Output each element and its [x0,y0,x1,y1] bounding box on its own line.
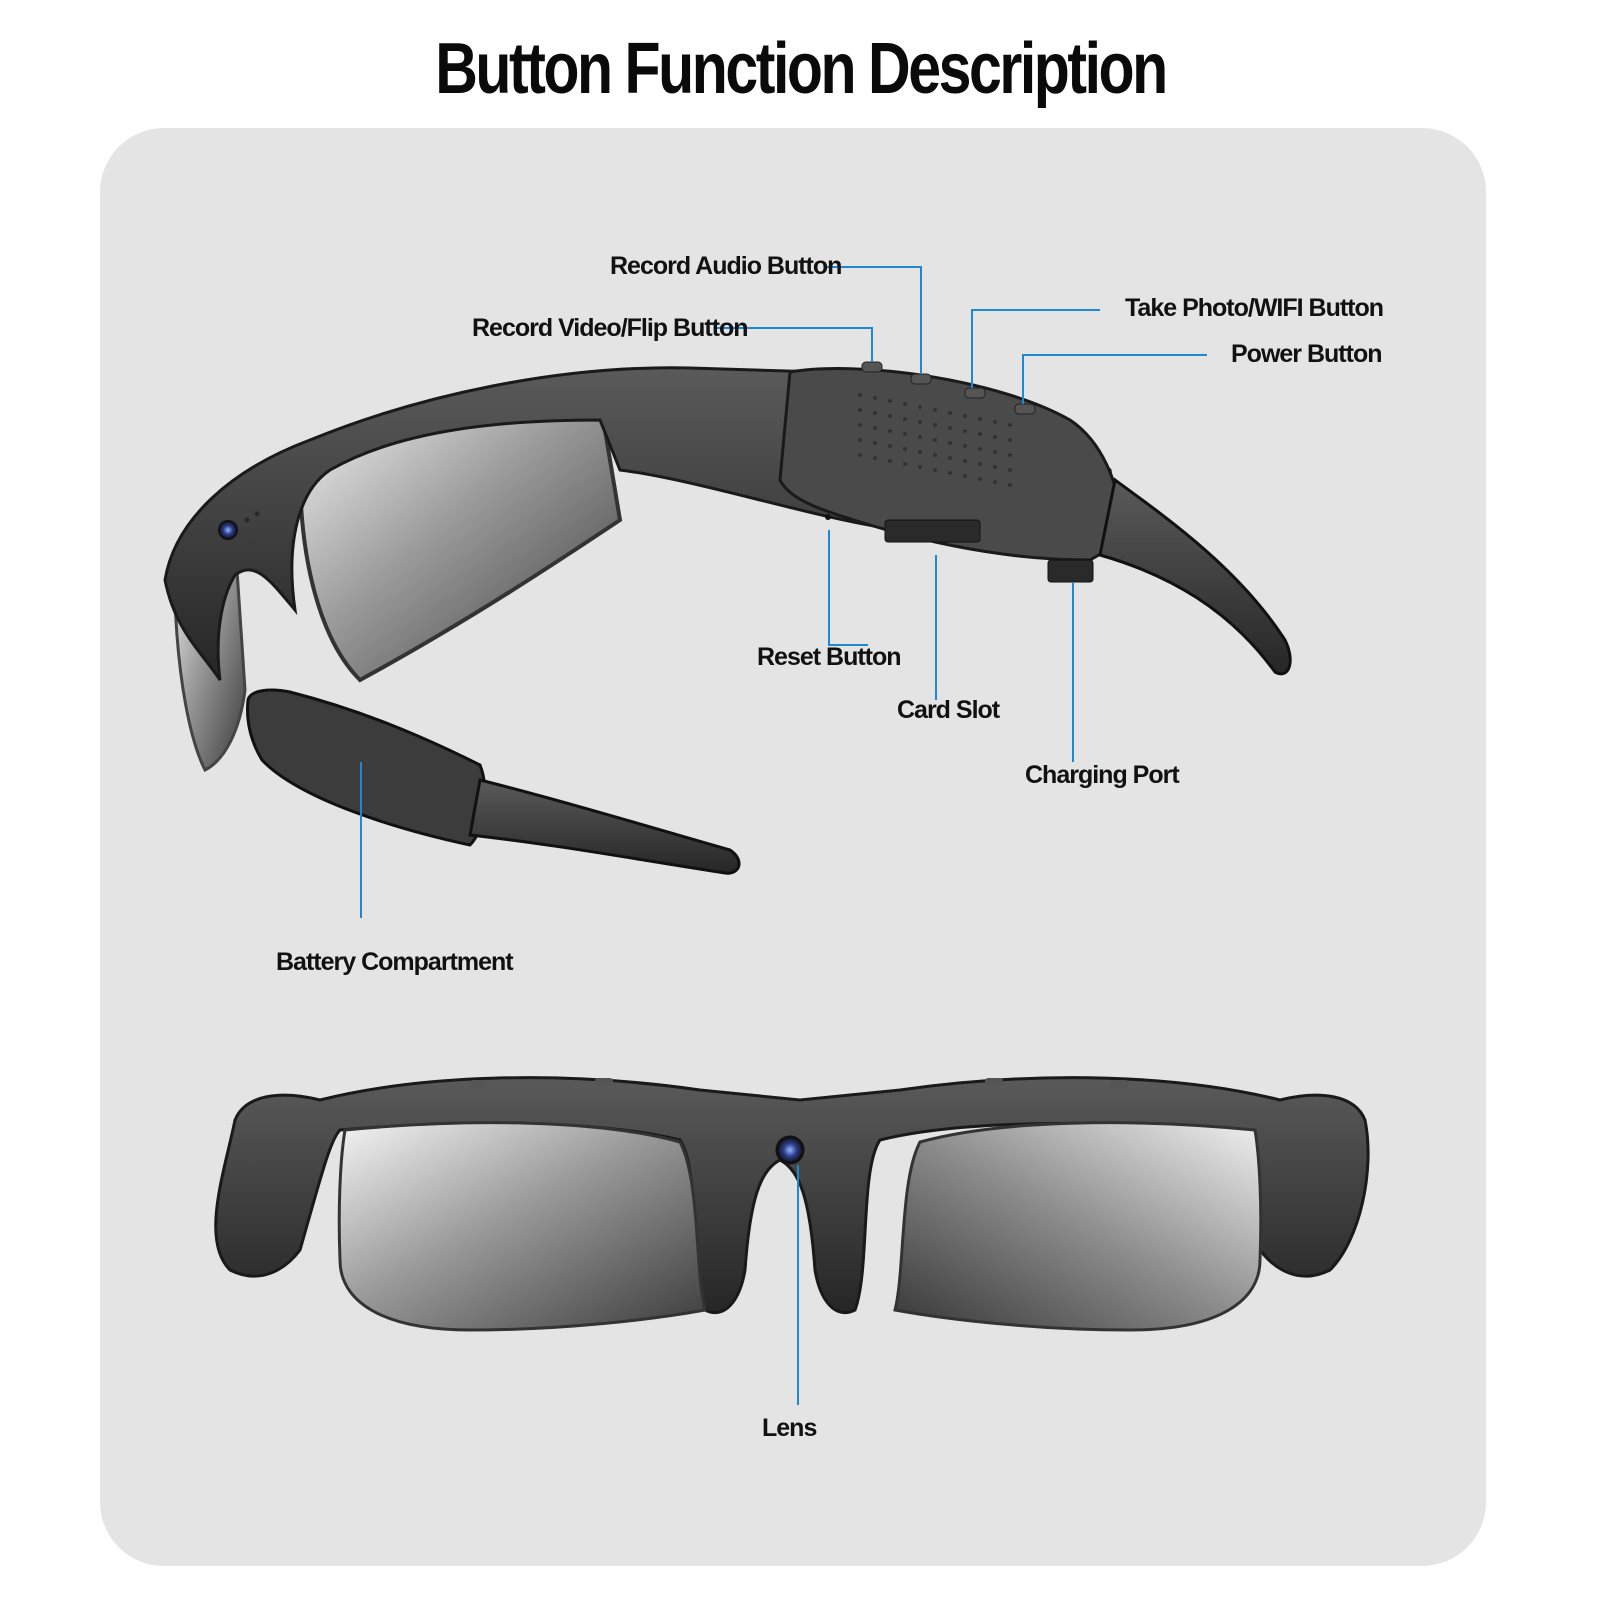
reset-leader [828,530,868,646]
record-video-label: Record Video/Flip Button [472,314,748,342]
side-camera-shape [218,520,238,540]
card-slot-label: Card Slot [897,696,1001,724]
speaker-grille [858,393,1012,487]
power-label: Power Button [1231,340,1382,368]
charging-port-shape [1047,559,1094,583]
record-video-leader [717,327,873,362]
diagram-panel [100,128,1486,1566]
record-audio-button-shape [910,373,932,385]
battery-label: Battery Compartment [276,948,514,976]
glasses-side-view [163,361,1292,875]
lens-label: Lens [762,1414,816,1442]
front-right-lens-shape [893,1121,1263,1332]
take-photo-leader [971,309,1100,388]
power-leader [1022,354,1207,404]
left-temple-arm [468,778,741,875]
reset-hole-shape [825,514,831,520]
battery-compartment-shape [246,688,487,847]
power-button-shape [1014,403,1036,415]
page-title: Button Function Description [435,29,1168,109]
charging-port-label: Charging Port [1025,761,1180,789]
record-audio-label: Record Audio Button [610,252,841,280]
leader-lines [360,266,1207,1405]
glasses-front-view [214,1076,1370,1332]
front-camera-shape [775,1135,805,1165]
record-audio-leader [826,266,922,374]
card-slot-shape [884,519,981,543]
record-video-button-shape [861,361,883,373]
take-photo-button-shape [964,387,986,399]
reset-label: Reset Button [757,643,901,671]
take-photo-label: Take Photo/WIFI Button [1125,294,1383,322]
front-left-lens-shape [337,1121,707,1332]
right-temple-arm [1098,477,1292,676]
